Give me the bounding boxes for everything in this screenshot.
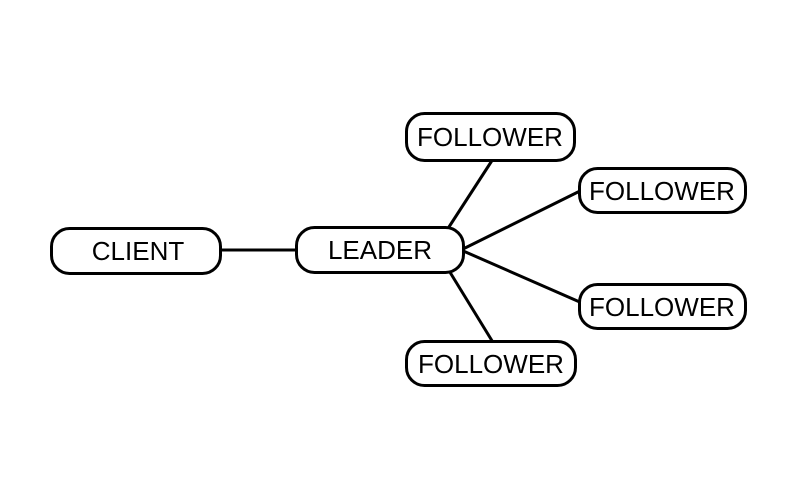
edge-leader-follower-right-bottom xyxy=(460,248,583,305)
node-follower-top-label: FOLLOWER xyxy=(417,122,563,152)
node-follower-top-box xyxy=(405,112,576,162)
node-client-label: CLIENT xyxy=(92,236,185,266)
node-client-box xyxy=(50,227,222,275)
node-client: CLIENT xyxy=(50,227,222,275)
node-follower-right-bottom-label: FOLLOWER xyxy=(589,292,735,322)
node-follower-bottom-box xyxy=(405,340,577,387)
node-follower-right-bottom-box xyxy=(578,283,747,330)
node-leader-label: LEADER xyxy=(328,235,432,265)
node-follower-right-top-box xyxy=(578,167,747,214)
edge-leader-follower-right-top xyxy=(460,188,583,252)
edge-leader-follower-top xyxy=(445,158,495,231)
node-leader: LEADER xyxy=(295,226,465,274)
node-follower-right-top: FOLLOWER xyxy=(578,167,747,214)
edge-leader-follower-bottom xyxy=(446,268,496,345)
node-follower-right-top-label: FOLLOWER xyxy=(589,176,735,206)
edge-layer xyxy=(220,158,583,345)
node-leader-box xyxy=(295,226,465,274)
node-follower-top: FOLLOWER xyxy=(405,112,576,162)
node-follower-bottom: FOLLOWER xyxy=(405,340,577,387)
node-follower-right-bottom: FOLLOWER xyxy=(578,283,747,330)
node-follower-bottom-label: FOLLOWER xyxy=(418,349,564,379)
